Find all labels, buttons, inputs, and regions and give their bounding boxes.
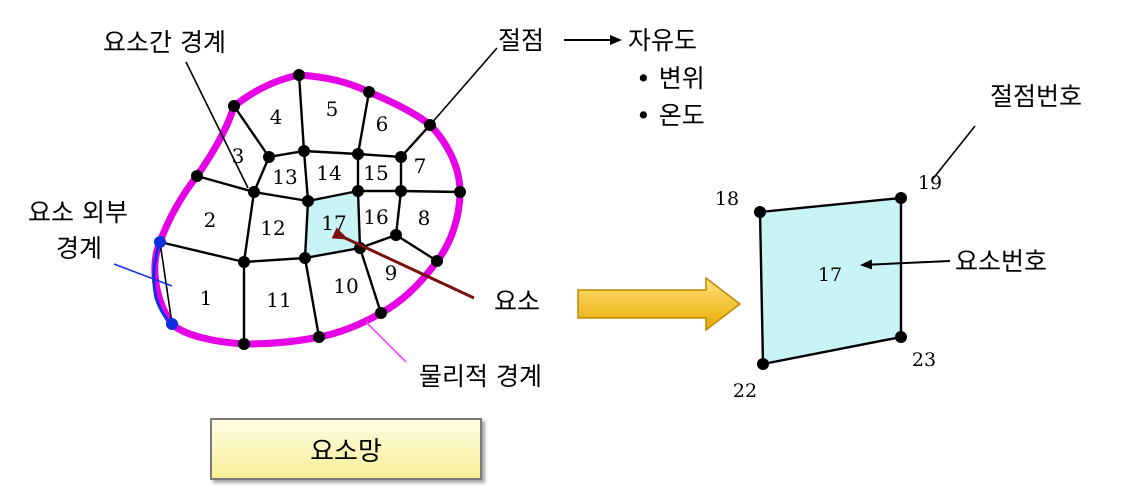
label-element: 요소	[494, 287, 540, 316]
element-number-8: 8	[418, 206, 431, 230]
element-number-1: 1	[200, 286, 213, 310]
element-number-5: 5	[326, 97, 339, 121]
detail-element-nodes	[754, 192, 907, 370]
element-number-9: 9	[385, 261, 398, 285]
element-arrow	[331, 227, 475, 300]
element-number-17: 17	[321, 211, 346, 235]
detail-node-18: 18	[715, 188, 739, 210]
label-dof-displacement: • 변위	[636, 64, 705, 93]
element-number-11: 11	[266, 288, 291, 312]
detail-node-19: 19	[918, 172, 942, 194]
inter-element-leader	[185, 61, 249, 189]
label-inter-element-boundary: 요소간 경계	[103, 28, 226, 57]
label-dof: 자유도	[628, 26, 697, 55]
mesh-label-box: 요소망	[210, 418, 482, 480]
element-number-3: 3	[232, 144, 245, 168]
element-number-14: 14	[316, 161, 341, 185]
mesh-nodes	[191, 69, 466, 350]
element-number-15: 15	[363, 161, 388, 185]
element-number-6: 6	[376, 112, 389, 136]
element-17-highlight	[305, 191, 360, 258]
element-number-7: 7	[414, 154, 427, 178]
label-node: 절점	[498, 26, 544, 55]
outer-element-boundary	[152, 241, 173, 326]
outer-boundary-leader	[113, 263, 173, 287]
element-number-10: 10	[333, 274, 358, 298]
detail-element-id: 17	[818, 264, 842, 286]
outer-boundary-nodes	[154, 236, 178, 330]
node-number-leader	[931, 125, 976, 181]
element-number-13: 13	[272, 165, 297, 189]
label-element-number: 요소번호	[955, 247, 1047, 276]
element-number-2: 2	[204, 208, 217, 232]
label-node-number: 절점번호	[990, 82, 1082, 111]
element-number-12: 12	[260, 216, 285, 240]
label-dof-temperature: • 온도	[636, 101, 705, 130]
detail-node-23: 23	[912, 349, 936, 371]
label-outer-boundary-2: 경계	[56, 234, 102, 263]
element-number-4: 4	[270, 105, 283, 129]
node-leader	[429, 47, 498, 126]
physical-boundary-leader	[365, 321, 407, 363]
detail-node-22: 22	[733, 380, 757, 402]
label-mesh: 요소망	[310, 436, 382, 467]
element-numbers: 1 2 3 4 5 6 7 8 9 10 11 12 13 14 15 16 1…	[200, 97, 431, 312]
element-number-16: 16	[363, 205, 388, 229]
element-number-arrow	[860, 259, 951, 270]
big-arrow	[577, 276, 742, 332]
label-outer-boundary-1: 요소 외부	[28, 198, 128, 227]
label-physical-boundary: 물리적 경계	[419, 362, 542, 391]
